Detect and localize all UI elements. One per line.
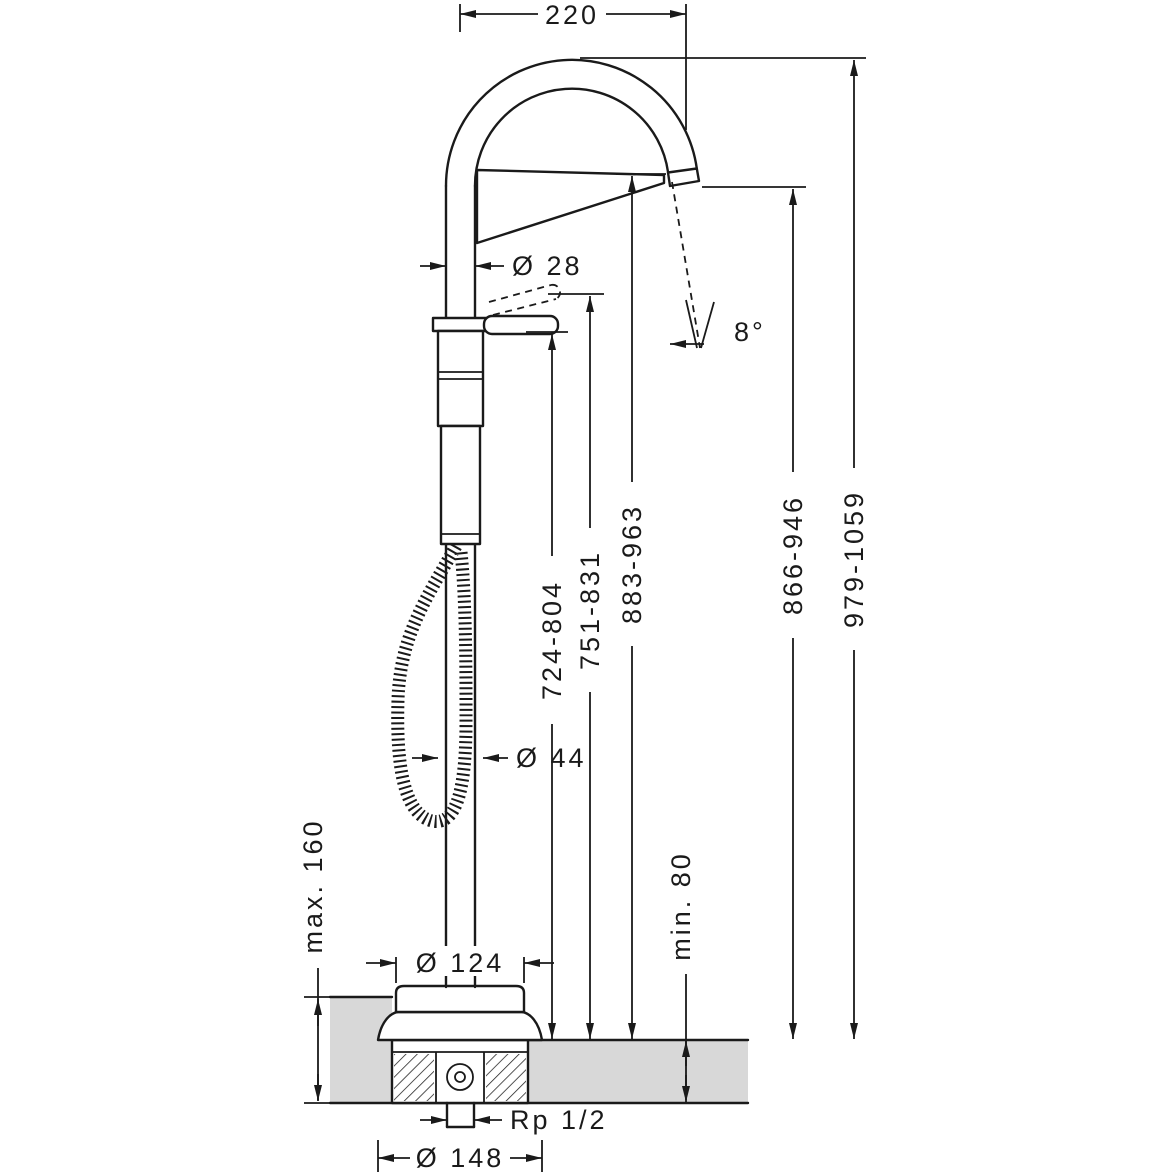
base-disc: [394, 984, 526, 1014]
dim-label-projection: 220: [545, 0, 599, 30]
rough-in-hatch-left: [394, 1054, 434, 1101]
rough-in-hatch-right: [486, 1054, 526, 1101]
shower-hose: [391, 542, 473, 828]
dim-label-floor-min: min. 80: [666, 851, 696, 961]
dim-floor-min: min. 80: [666, 851, 696, 1102]
dim-label-connection: Rp 1/2: [510, 1105, 608, 1135]
dim-base-diameter: Ø 124: [366, 946, 554, 983]
dim-floor-max: max. 160: [298, 818, 332, 1104]
dim-handle-height: 724-804: [526, 331, 568, 1039]
dim-label-outlet-height: 866-946: [778, 495, 808, 615]
rough-in-fitting-inner: [454, 1071, 466, 1083]
dim-label-riser-diameter: Ø 28: [512, 251, 583, 281]
dim-label-handle-raised: 751-831: [575, 550, 605, 670]
dim-spout-height: 883-963: [616, 173, 666, 1039]
rough-in-fitting-outer: [446, 1063, 474, 1091]
dim-connection: Rp 1/2: [420, 1105, 608, 1135]
dim-label-floor-max: max. 160: [298, 818, 328, 953]
dim-label-handle-height: 724-804: [537, 580, 567, 700]
spout-axis-dashed: [671, 181, 701, 349]
dim-label-spout-height: 883-963: [617, 504, 647, 624]
dim-label-base-diameter: Ø 124: [416, 948, 505, 978]
angle-leg: [700, 301, 715, 349]
dim-rough-in-diameter: Ø 148: [377, 1140, 543, 1173]
dim-projection: 220: [459, 0, 687, 130]
handle-raised-top-dashed: [488, 284, 552, 303]
dim-outlet-height: 866-946: [702, 186, 808, 1039]
label-backdrop: [408, 946, 512, 976]
base-skirt: [376, 1010, 544, 1042]
floor-slab-left: [330, 997, 392, 1103]
angle-leg: [685, 299, 698, 349]
spout-inner-curve: [473, 87, 670, 188]
handle-raised-endcap-dashed: [550, 283, 561, 300]
floor-slab-right: [528, 1040, 748, 1103]
spout-outer-curve: [444, 58, 698, 188]
spout-cone: [475, 168, 666, 245]
faucet-drawing: [376, 58, 701, 1042]
dim-total-height: 979-1059: [580, 57, 869, 1039]
spout-outlet-tip: [666, 167, 701, 188]
dim-riser-diameter: Ø 28: [420, 251, 583, 281]
dim-label-total-height: 979-1059: [839, 490, 869, 628]
handle-collar: [431, 316, 493, 333]
handle-raised-bottom-dashed: [492, 298, 557, 316]
dim-label-body-diameter: Ø 44: [516, 743, 587, 773]
dim-label-rough-in-diameter: Ø 148: [416, 1143, 505, 1173]
dim-label-spout-angle: 8°: [734, 317, 766, 347]
dim-body-diameter: Ø 44: [412, 743, 587, 773]
floor-section: [328, 995, 750, 1105]
handle-lever: [482, 314, 560, 336]
hand-shower: [439, 424, 482, 546]
dim-spout-angle: 8°: [670, 181, 766, 349]
rough-in-body: [390, 1038, 530, 1129]
dim-handle-raised-height: 751-831: [548, 293, 605, 1039]
